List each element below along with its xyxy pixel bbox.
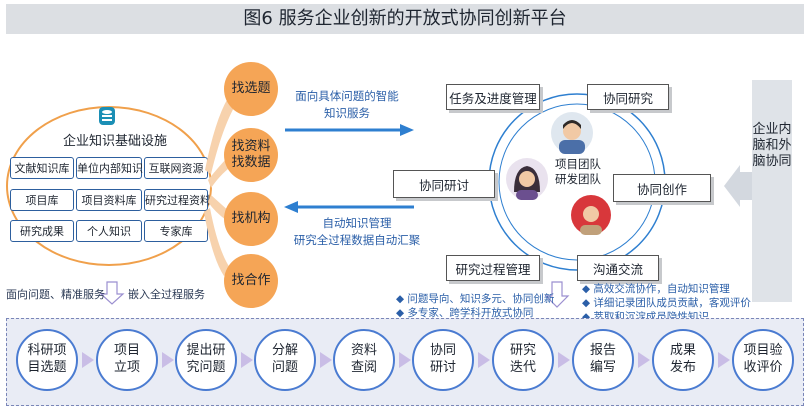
action-find-topic: 找选题 (224, 62, 278, 116)
kb-cell: 文献知识库 (10, 157, 74, 179)
bullet-text: 高效交流协作，自动知识管理 (593, 283, 730, 295)
bullet-text: 详细记录团队成员贡献，客观评价 (593, 297, 751, 310)
step-iteration: 研究 迭代 (492, 329, 554, 391)
arrow-label-top: 面向具体问题的智能 知识服务 (295, 89, 399, 120)
right-vertical-box (752, 80, 792, 302)
bullet-item: ◆ 问题导向、知识多元、协同创新 (396, 293, 555, 305)
bullet-text: 多专家、跨学科开放式协同 (407, 307, 534, 320)
step-decompose: 分解 问题 (254, 329, 316, 391)
box-process-management: 研究过程管理 (446, 255, 540, 281)
kb-cell: 专家库 (144, 220, 208, 242)
arrow-right-icon (241, 352, 253, 368)
arrow-right-icon (320, 352, 332, 368)
bullet-item: ◆ 详细记录团队成员贡献，客观评价 (582, 297, 751, 310)
box-collab-discussion: 协同研讨 (393, 170, 495, 198)
avatar-man-icon (551, 112, 593, 154)
left-bottom-text-1: 面向问题、精准服务 (6, 288, 105, 301)
box-task-management: 任务及进度管理 (446, 84, 540, 110)
step-acceptance: 项目验 收评价 (732, 329, 794, 391)
avatar-woman-icon (506, 158, 548, 200)
knowledge-base-title: 企业知识基础设施 (62, 134, 167, 149)
box-collab-research: 协同研究 (587, 84, 669, 110)
team-center-label: 项目团队 研发团队 (555, 157, 601, 186)
kb-cell: 研究成果 (10, 220, 74, 242)
kb-cell: 项目资料库 (76, 189, 142, 211)
arrow-right-icon (718, 352, 730, 368)
bullet-item: ◆ 高效交流协作，自动知识管理 (582, 283, 730, 295)
arrow-right-icon (82, 352, 94, 368)
arrow-right-icon (478, 352, 490, 368)
box-collab-writing: 协同创作 (613, 174, 711, 202)
bullet-text: 问题导向、知识多元、协同创新 (407, 293, 555, 305)
action-find-partner: 找合作 (224, 254, 278, 308)
avatar-redhair-icon (571, 195, 611, 235)
action-find-org: 找机构 (224, 192, 278, 246)
kb-cell: 互联网资源 (144, 157, 208, 179)
kb-cell: 个人知识 (76, 220, 142, 242)
title-bar: 图6 服务企业创新的开放式协同创新平台 (6, 4, 804, 34)
kb-cell: 项目库 (10, 189, 74, 211)
left-bottom-text-2: 嵌入全过程服务 (128, 288, 205, 301)
step-publish: 成果 发布 (652, 329, 714, 391)
database-icon (99, 107, 115, 125)
step-discussion: 协同 研讨 (412, 329, 474, 391)
bullet-item: ◆ 多专家、跨学科开放式协同 (396, 307, 534, 320)
step-topic-selection: 科研项 目选题 (16, 329, 78, 391)
step-research-question: 提出研 究问题 (175, 329, 237, 391)
right-vertical-label: 企业内脑和外脑协同 (752, 122, 792, 169)
step-project-approval: 项目 立项 (96, 329, 158, 391)
kb-cell: 研究过程资料 (144, 189, 211, 211)
action-find-data: 找资料 找数据 (224, 128, 278, 182)
arrow-label-bottom: 自动知识管理 研究全过程数据自动汇聚 (293, 216, 421, 247)
arrow-right-icon (638, 352, 650, 368)
step-report: 报告 编写 (572, 329, 634, 391)
arrow-right-icon (399, 352, 411, 368)
page-title: 图6 服务企业创新的开放式协同创新平台 (243, 8, 567, 29)
kb-cell: 单位内部知识 (76, 157, 143, 179)
step-literature: 资料 查阅 (333, 329, 395, 391)
arrow-right-icon (558, 352, 570, 368)
box-communication: 沟通交流 (577, 255, 659, 281)
bullets-left: ◆ 问题导向、知识多元、协同创新 ◆ 多专家、跨学科开放式协同 (396, 292, 556, 320)
arrow-right-icon (162, 352, 174, 368)
